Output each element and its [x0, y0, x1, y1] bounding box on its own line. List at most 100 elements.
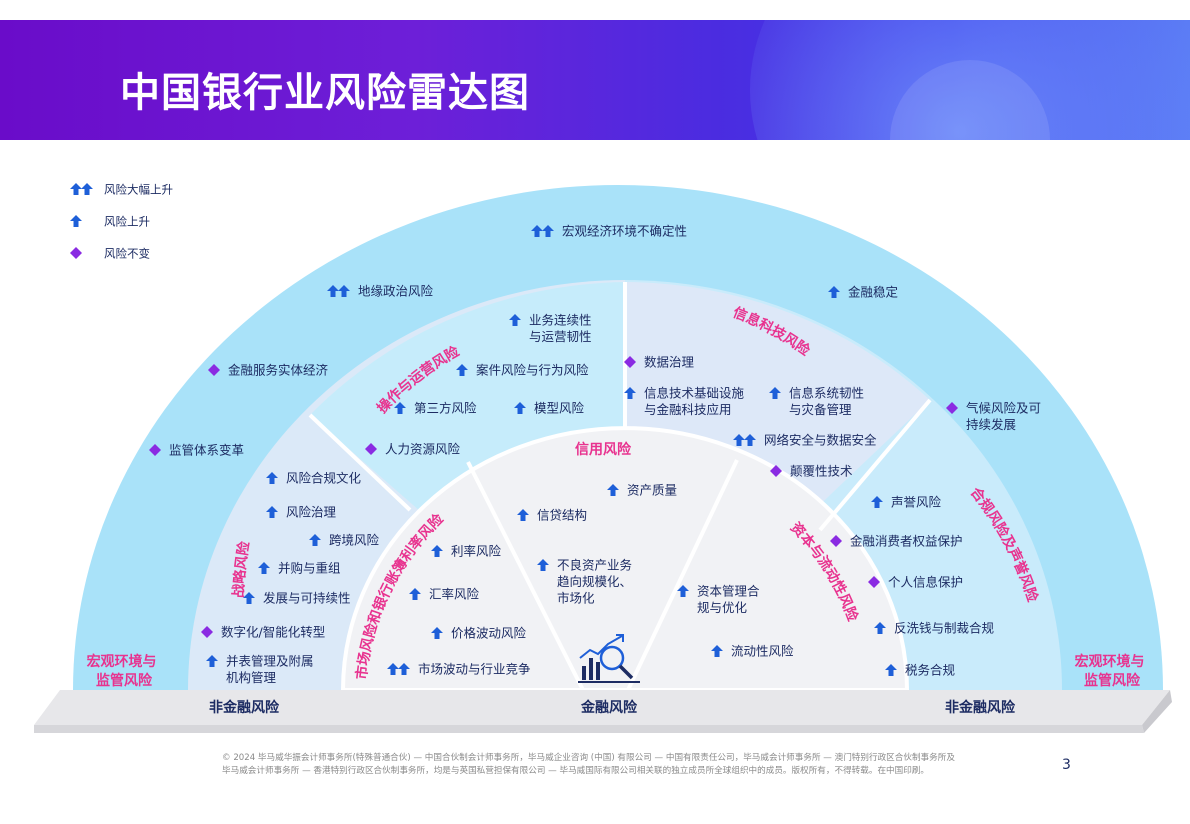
up-arrow-icon: [258, 562, 270, 574]
risk-item-fx-risk: 汇率风险: [409, 587, 480, 602]
diamond-icon: [946, 402, 958, 414]
risk-item-reputation: 声誉风险: [871, 495, 942, 510]
risk-item-model-risk: 模型风险: [514, 401, 585, 416]
base-label-center: 金融风险: [580, 699, 638, 716]
risk-item-label: 汇率风险: [429, 587, 480, 602]
risk-item-sustainable-dev: 发展与可持续性: [243, 591, 351, 606]
up-arrow-icon: [398, 663, 410, 675]
up-arrow-icon: [456, 364, 468, 376]
risk-item-label: 气候风险及可持续发展: [966, 401, 1041, 433]
diamond-icon: [868, 576, 880, 588]
up-arrow-icon: [514, 402, 526, 414]
risk-item-label: 风险合规文化: [286, 471, 362, 486]
up-arrow-icon: [394, 402, 406, 414]
up-arrow-icon: [885, 664, 897, 676]
risk-item-label: 不良资产业务趋向规模化、市场化: [557, 558, 632, 606]
risk-item-tax-compliance: 税务合规: [885, 663, 955, 678]
legend-label: 风险大幅上升: [104, 183, 173, 197]
up-arrow-icon: [874, 622, 886, 634]
base-label-right: 非金融风险: [945, 699, 1016, 716]
diamond-icon: [149, 444, 161, 456]
risk-item-label: 价格波动风险: [451, 626, 527, 641]
risk-item-interest-rate: 利率风险: [431, 544, 502, 559]
risk-item-case-conduct: 案件风险与行为风险: [456, 363, 589, 378]
up-arrow-icon: [733, 434, 745, 446]
diamond-icon: [201, 626, 213, 638]
risk-item-consumer-protection: 金融消费者权益保护: [830, 534, 963, 549]
risk-item-label: 金融消费者权益保护: [850, 534, 963, 549]
risk-item-label: 金融稳定: [848, 285, 898, 300]
up-arrow-icon: [607, 484, 619, 496]
risk-item-risk-governance: 风险治理: [266, 505, 337, 520]
up-arrow-icon: [266, 472, 278, 484]
legend-label: 风险不变: [104, 247, 150, 261]
up-arrow-icon: [542, 225, 554, 237]
risk-item-geopolitics: 地缘政治风险: [327, 284, 434, 299]
risk-item-credit-structure: 信贷结构: [517, 508, 587, 523]
risk-item-cyber-security: 网络安全与数据安全: [733, 433, 877, 448]
risk-item-label: 宏观经济环境不确定性: [562, 224, 687, 239]
up-arrow-icon: [70, 215, 82, 227]
risk-item-serve-real-economy: 金融服务实体经济: [208, 363, 329, 378]
risk-item-label: 流动性风险: [731, 644, 794, 659]
up-arrow-icon: [309, 534, 321, 546]
up-arrow-icon: [327, 285, 339, 297]
risk-item-privacy: 个人信息保护: [868, 575, 963, 590]
up-arrow-icon: [531, 225, 543, 237]
macro-left-label: 宏观环境与 监管风险: [87, 653, 162, 689]
up-arrow-icon: [431, 627, 443, 639]
risk-item-disruptive-tech: 颠覆性技术: [770, 464, 853, 479]
diamond-icon: [208, 364, 220, 376]
risk-item-npl-business: 不良资产业务趋向规模化、市场化: [537, 558, 632, 606]
up-arrow-icon: [677, 585, 689, 597]
risk-item-aml-sanctions: 反洗钱与制裁合规: [874, 621, 994, 636]
risk-item-financial-stability: 金融稳定: [828, 285, 898, 300]
legend-item: 风险不变: [70, 247, 150, 261]
legend-item: 风险上升: [70, 215, 150, 229]
header-decoration: [750, 20, 1190, 140]
risk-item-data-governance: 数据治理: [624, 355, 695, 370]
up-arrow-icon: [624, 387, 636, 399]
risk-item-label: 风险治理: [286, 505, 337, 520]
risk-item-label: 信息技术基础设施与金融科技应用: [644, 386, 745, 418]
up-arrow-icon: [338, 285, 350, 297]
legend-item: 风险大幅上升: [70, 183, 173, 197]
diamond-icon: [365, 443, 377, 455]
up-arrow-icon: [243, 592, 255, 604]
risk-item-label: 税务合规: [905, 663, 955, 678]
footer-copyright: © 2024 毕马威华振会计师事务所(特殊普通合伙) — 中国合伙制会计师事务所…: [222, 752, 1022, 778]
risk-item-digital-transformation: 数字化/智能化转型: [201, 625, 325, 640]
risk-item-consolidated-mgmt: 并表管理及附属机构管理: [206, 654, 314, 685]
risk-item-it-infrastructure: 信息技术基础设施与金融科技应用: [624, 386, 745, 418]
macro-right-label: 宏观环境与 监管风险: [1075, 653, 1150, 689]
risk-item-system-resilience: 信息系统韧性与灾备管理: [769, 386, 864, 417]
risk-item-label: 发展与可持续性: [263, 591, 351, 606]
risk-item-label: 资本管理合规与优化: [697, 584, 760, 616]
risk-item-mna: 并购与重组: [258, 561, 341, 576]
risk-item-capital-mgmt: 资本管理合规与优化: [677, 584, 760, 616]
risk-item-label: 市场波动与行业竞争: [418, 662, 531, 677]
header-banner: 中国银行业风险雷达图: [0, 20, 1190, 140]
up-arrow-icon: [537, 559, 549, 571]
up-arrow-icon: [828, 286, 840, 298]
risk-item-cross-border: 跨境风险: [309, 533, 380, 548]
risk-item-label: 网络安全与数据安全: [764, 433, 877, 448]
risk-item-risk-culture: 风险合规文化: [266, 471, 362, 486]
page-number: 3: [1062, 757, 1071, 773]
base-platform-front: [34, 725, 1144, 733]
risk-item-label: 利率风险: [451, 544, 502, 559]
diamond-icon: [770, 465, 782, 477]
risk-item-label: 资产质量: [627, 483, 677, 498]
up-arrow-icon: [266, 506, 278, 518]
analytics-magnifier-icon: [578, 634, 640, 683]
risk-item-market-volatility: 市场波动与行业竞争: [387, 662, 531, 677]
footer-line-2: 毕马威会计师事务所 — 香港特别行政区合伙制事务所，均是与英国私营担保有限公司 …: [222, 766, 930, 776]
risk-item-label: 监管体系变革: [169, 443, 244, 458]
up-arrow-icon: [871, 496, 883, 508]
diamond-icon: [830, 535, 842, 547]
risk-item-label: 反洗钱与制裁合规: [894, 621, 994, 636]
up-arrow-icon: [769, 387, 781, 399]
